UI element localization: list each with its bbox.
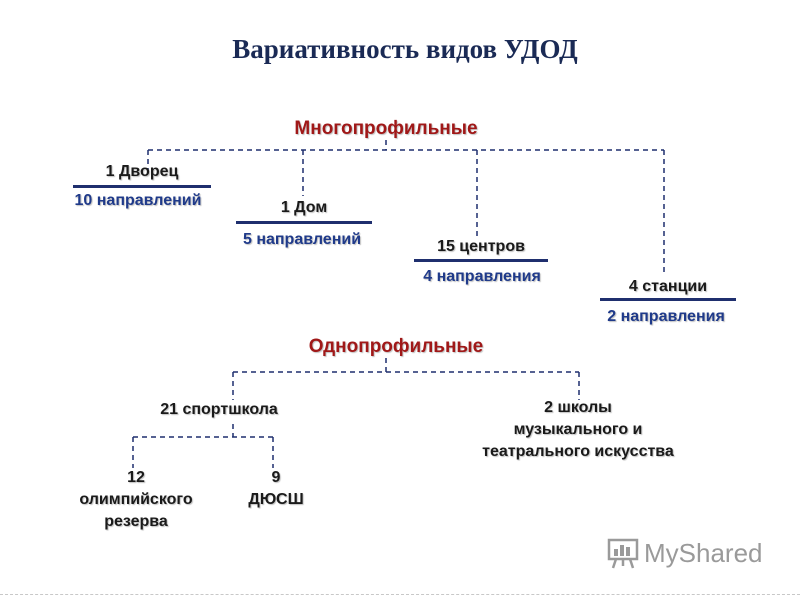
arts-schools-line3: театрального искусства [482, 443, 674, 460]
multi-profile-label: Многопрофильные [294, 118, 478, 139]
watermark-text: MyShared [644, 537, 763, 568]
single-profile-label: Однопрофильные [308, 336, 484, 357]
node-palace-rule [73, 185, 211, 188]
slide-title: Вариативность видов УДОД [232, 34, 578, 64]
watermark: MyShared [606, 536, 763, 570]
arts-schools-count: 2 школы [544, 399, 612, 416]
node-stations-detail: 2 направления [607, 308, 725, 325]
bottom-divider [0, 594, 800, 595]
node-house-detail: 5 направлений [242, 231, 362, 248]
node-stations-name: 4 станции [628, 278, 708, 295]
olympic-reserve-node: 12 олимпийского резерва [56, 467, 216, 533]
node-house-name: 1 Дом [280, 199, 328, 216]
node-centers-rule [414, 259, 548, 262]
arts-schools-line2: музыкального и [513, 421, 643, 438]
dyussh-label: ДЮСШ [248, 491, 304, 508]
dyussh-count: 9 [271, 469, 281, 486]
presentation-board-icon [607, 538, 639, 569]
node-stations-rule [600, 298, 736, 301]
node-palace-detail: 10 направлений [74, 192, 202, 209]
olympic-reserve-line2: олимпийского [79, 491, 193, 508]
olympic-reserve-count: 12 [127, 469, 145, 486]
node-centers-name: 15 центров [437, 238, 525, 255]
arts-schools-node: 2 школы музыкального и театрального иску… [448, 397, 708, 463]
dyussh-node: 9 ДЮСШ [226, 467, 326, 511]
node-centers-detail: 4 направления [423, 268, 541, 285]
olympic-reserve-line3: резерва [104, 513, 168, 530]
sport-school-name: 21 спортшкола [160, 401, 278, 418]
node-palace-name: 1 Дворец [105, 163, 179, 180]
node-house-rule [236, 221, 372, 224]
